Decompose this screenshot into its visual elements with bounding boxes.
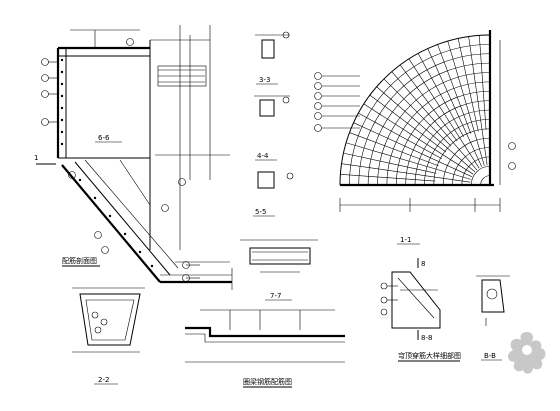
dome-spoke: [417, 53, 464, 137]
dome-spoke: [353, 122, 472, 177]
dome-spoke: [408, 58, 480, 169]
dome-spoke: [437, 44, 472, 134]
dome-spoke: [341, 163, 471, 183]
dome-ring: [442, 137, 491, 186]
section-1-1-dome: 1-1: [314, 30, 516, 245]
dome-spoke: [399, 64, 458, 142]
dome-spoke: [427, 48, 482, 167]
section-8-marker-top: 8: [421, 260, 425, 268]
section-6-6-label: 6-6: [98, 134, 110, 142]
dome-callouts: [314, 72, 516, 170]
section-4-4-label: 4-4: [257, 152, 269, 160]
dome-ring: [470, 165, 491, 186]
ring-beam-detail: 圈梁钢筋配筋图: [185, 309, 345, 388]
main-reinforcement-section: 6-6 1 配筋剖面图: [34, 25, 233, 290]
section-B-B-label: B-B: [484, 352, 496, 360]
dome-spoke: [376, 86, 476, 173]
dome-ring: [461, 156, 491, 186]
main-reinforcement-title: 配筋剖面图: [62, 256, 97, 265]
dome-spoke: [345, 142, 471, 180]
corner-detail-title: 穹顶穿筋大样细部图: [398, 351, 461, 360]
dome-spoke: [358, 112, 442, 159]
section-marker-1: 1: [34, 154, 56, 165]
dome-ring: [480, 175, 491, 186]
leader-lines: [48, 29, 207, 279]
dome-spoke: [478, 35, 487, 131]
svg-text:1: 1: [34, 154, 38, 162]
section-3-3-label: 3-3: [259, 76, 270, 84]
dome-ring: [452, 147, 491, 186]
ring-beam-title: 圈梁钢筋配筋图: [243, 377, 292, 386]
dome-spoke: [391, 71, 478, 171]
watermark-logo: [507, 332, 546, 374]
section-B-B: B-B: [476, 275, 510, 361]
rebar-dots: [60, 58, 154, 268]
dome-spoke: [340, 173, 436, 182]
corner-detail: 8 8-8 穹顶穿筋大样细部图: [380, 258, 461, 362]
section-8-marker-bottom: 8-8: [421, 334, 432, 342]
callout-circles: [41, 38, 190, 282]
dome-spoke: [468, 36, 488, 166]
section-7-7: 7-7: [240, 239, 318, 301]
dome-spoke: [349, 132, 439, 167]
dome-spoke: [457, 38, 479, 132]
dome-spoke: [369, 94, 447, 153]
small-sections: 3-3 4-4 5-5: [253, 31, 294, 217]
section-2-2-label: 2-2: [98, 376, 109, 384]
section-7-7-label: 7-7: [270, 292, 281, 300]
dome-spoke: [343, 152, 437, 174]
section-5-5-label: 5-5: [255, 208, 266, 216]
dome-spoke: [363, 103, 474, 175]
dome-spoke: [383, 78, 452, 147]
dome-spokes: [340, 35, 491, 186]
section-1-1-label: 1-1: [400, 236, 411, 244]
dome-spoke: [447, 40, 485, 166]
section-2-2: 2-2: [72, 287, 145, 385]
